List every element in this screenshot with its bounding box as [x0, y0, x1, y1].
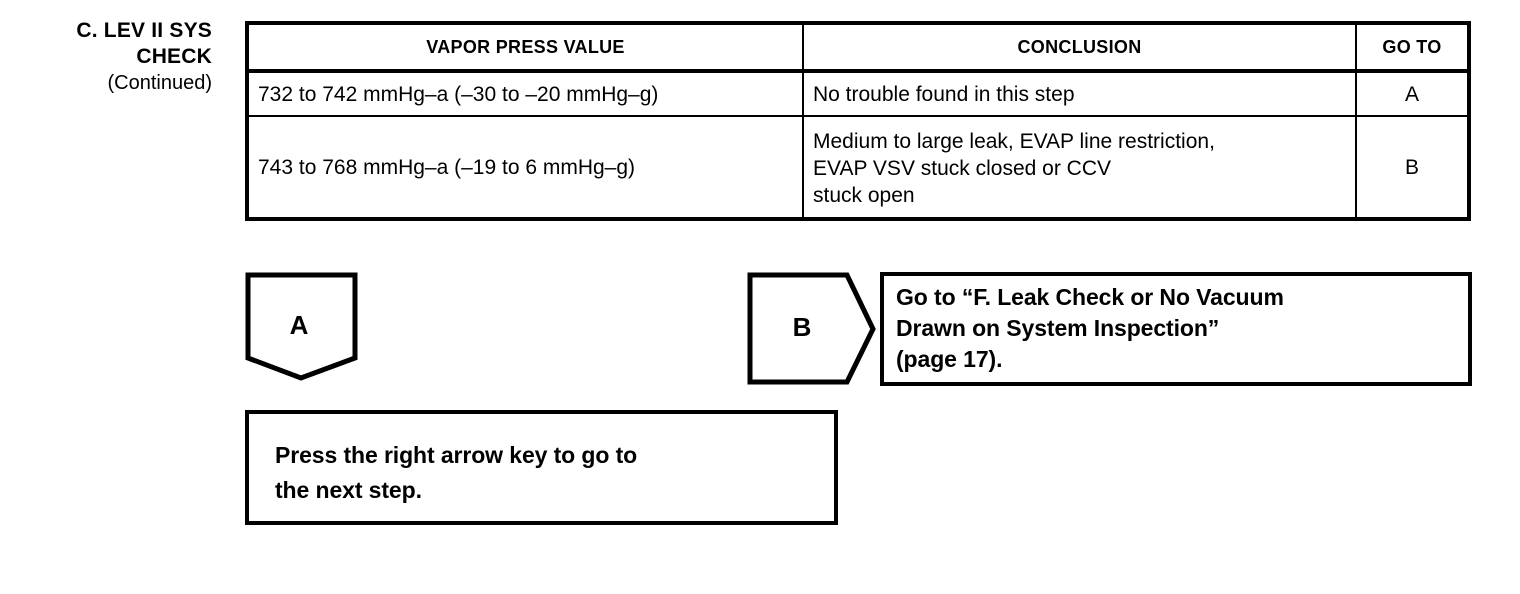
cell-conclusion: Medium to large leak, EVAP line restrict…	[802, 117, 1355, 217]
conclusion-line: EVAP VSV stuck closed or CCV	[813, 156, 1112, 180]
vapor-press-table: VAPOR PRESS VALUE CONCLUSION GO TO 732 t…	[245, 21, 1471, 221]
connector-a-shape	[245, 272, 358, 381]
step-heading: C. LEV II SYS CHECK (Continued)	[10, 18, 212, 96]
table-row: 732 to 742 mmHg–a (–30 to –20 mmHg–g) No…	[249, 73, 1467, 117]
goto-line-1: Go to “F. Leak Check or No Vacuum	[896, 284, 1284, 310]
connector-b: B	[747, 272, 877, 385]
conclusion-line: Medium to large leak, EVAP line restrict…	[813, 129, 1215, 153]
column-header-go-to: GO TO	[1355, 25, 1467, 69]
conclusion-line: No trouble found in this step	[813, 82, 1075, 106]
connector-b-shape	[747, 272, 876, 385]
cell-vapor-press-value: 743 to 768 mmHg–a (–19 to 6 mmHg–g)	[258, 155, 636, 179]
table-row: 743 to 768 mmHg–a (–19 to 6 mmHg–g) Medi…	[249, 117, 1467, 217]
cell-go-to: A	[1355, 73, 1467, 115]
column-header-conclusion: CONCLUSION	[802, 25, 1355, 69]
step-heading-continued: (Continued)	[107, 72, 212, 94]
key-hint-box: Press the right arrow key to go to the n…	[245, 410, 838, 525]
cell-go-to: B	[1355, 117, 1467, 217]
column-header-vapor-press-value: VAPOR PRESS VALUE	[426, 36, 625, 57]
cell-vapor-press-value: 732 to 742 mmHg–a (–30 to –20 mmHg–g)	[258, 82, 659, 106]
connector-a: A	[245, 272, 365, 382]
key-hint-line-2: the next step.	[275, 477, 422, 503]
step-heading-line-2: CHECK	[136, 45, 212, 68]
connector-b-label: B	[792, 312, 812, 342]
goto-line-3: (page 17).	[896, 346, 1003, 372]
key-hint-line-1: Press the right arrow key to go to	[275, 442, 638, 468]
connector-a-label: A	[289, 310, 309, 340]
goto-line-2: Drawn on System Inspection”	[896, 315, 1220, 341]
conclusion-line: stuck open	[813, 183, 915, 207]
goto-reference-box: Go to “F. Leak Check or No Vacuum Drawn …	[880, 272, 1472, 386]
cell-conclusion: No trouble found in this step	[802, 73, 1355, 115]
step-heading-line-1: C. LEV II SYS	[76, 19, 212, 42]
table-header-row: VAPOR PRESS VALUE CONCLUSION GO TO	[249, 25, 1467, 73]
